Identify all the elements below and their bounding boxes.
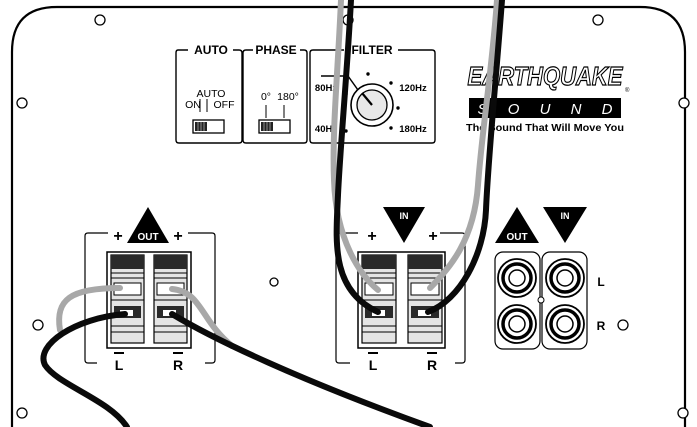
rca-jack-out-right[interactable] (497, 304, 537, 344)
gray-output-wire-right (169, 286, 235, 349)
screw-holes (16, 14, 690, 419)
speaker-in-right-label: R (427, 357, 437, 373)
rca-in-arrow (543, 207, 587, 243)
black-input-wire-right (425, 0, 505, 315)
auto-mode-switch[interactable] (192, 119, 225, 134)
speaker-in-right-terminal[interactable] (407, 254, 443, 344)
phase-switch[interactable] (258, 119, 291, 134)
rca-out-arrow-label: OUT (506, 232, 527, 243)
rca-jack-in-right[interactable] (545, 304, 585, 344)
filter-group-title: FILTER (351, 43, 392, 57)
speaker-out-left-label: L (115, 357, 124, 373)
auto-switch-label: AUTO (197, 88, 226, 100)
screw-hole (592, 14, 604, 26)
screw-hole (677, 407, 689, 419)
phase-group-title: PHASE (255, 43, 296, 57)
speaker-in-arrow (383, 207, 425, 243)
filter-knob[interactable] (350, 83, 394, 127)
black-input-wire-left (333, 0, 381, 315)
phase-group-frame (242, 49, 308, 144)
rca-section: OUT IN L R (494, 207, 606, 350)
screw-hole (16, 97, 28, 109)
rca-left-label: L (597, 275, 604, 289)
brand-tagline: The Sound That Will Move You (466, 122, 624, 134)
speaker-out-frame (84, 232, 216, 364)
rca-in-arrow-label: IN (561, 211, 570, 221)
screw-hole (32, 319, 44, 331)
screw-hole (94, 14, 106, 26)
screw-hole (678, 97, 690, 109)
auto-on-label: ON (185, 99, 201, 111)
speaker-out-right-terminal[interactable] (153, 254, 188, 344)
phase-180-label: 180° (277, 91, 299, 103)
filter-80hz-label: 80Hz (315, 83, 337, 94)
rca-out-arrow (495, 207, 539, 243)
screw-hole (16, 407, 28, 419)
screw-hole (617, 319, 629, 331)
auto-group: AUTO AUTO ON OFF (175, 43, 243, 144)
speaker-out-plus-left: + (113, 228, 122, 245)
speaker-in-arrow-label: IN (400, 211, 409, 221)
brand-sound: S O U N D (478, 101, 613, 118)
speaker-in-plus-right: + (428, 228, 437, 245)
rca-jack-out-left[interactable] (497, 258, 537, 298)
gray-input-wire-right (427, 0, 500, 291)
auto-group-title: AUTO (194, 43, 228, 57)
speaker-in-plus-left: + (367, 228, 376, 245)
speaker-out-arrow-label: OUT (137, 232, 158, 243)
phase-0-label: 0° (261, 91, 271, 103)
gray-input-wire-left (330, 0, 381, 293)
filter-40hz-label: 40Hz (315, 124, 337, 135)
auto-off-label: OFF (214, 99, 235, 111)
screw-hole (269, 277, 279, 287)
speaker-in-left-label: L (369, 357, 378, 373)
filter-180hz-label: 180Hz (399, 124, 427, 135)
speaker-out-left-terminal[interactable] (110, 254, 145, 344)
speaker-out-right-label: R (173, 357, 183, 373)
speaker-wires (40, 0, 505, 427)
filter-120hz-label: 120Hz (399, 83, 427, 94)
brand-sound-bar (469, 98, 621, 118)
auto-group-frame (175, 49, 243, 144)
brand-registered: ® (625, 87, 630, 94)
black-output-wire-right (169, 311, 433, 427)
speaker-out-plus-right: + (173, 228, 182, 245)
gray-output-wire-left (56, 285, 123, 333)
rca-right-label: R (597, 319, 606, 333)
filter-group: FILTER 80Hz 40Hz 120Hz 180Hz (309, 43, 436, 144)
speaker-in-left-terminal[interactable] (361, 254, 397, 344)
black-output-wire-left (40, 311, 130, 427)
phase-group: PHASE 0° 180° (242, 43, 308, 144)
filter-group-frame (309, 49, 436, 144)
speaker-out-arrow (127, 207, 169, 243)
rca-jack-in-left[interactable] (545, 258, 585, 298)
